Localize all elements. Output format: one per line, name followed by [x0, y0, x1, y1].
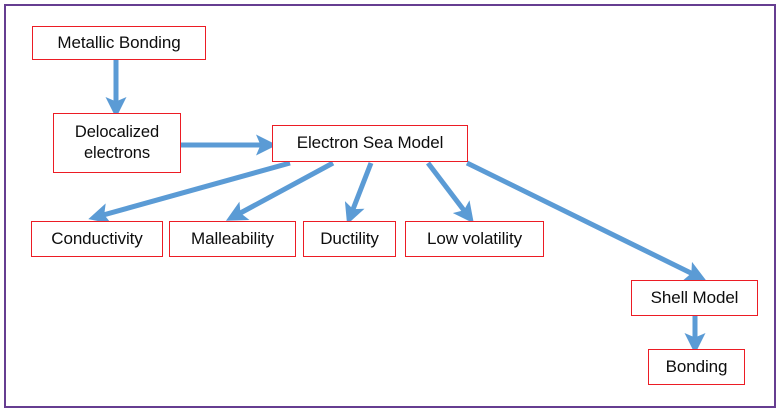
edge-sea-to-ductility — [344, 162, 374, 225]
node-bonding[interactable]: Bonding — [648, 349, 745, 385]
edge-sea-to-low-volatility — [426, 161, 474, 224]
node-conductivity[interactable]: Conductivity — [31, 221, 163, 257]
edge-sea-to-shell-model — [465, 160, 707, 281]
edge-sea-to-malleability — [225, 160, 335, 221]
node-malleability[interactable]: Malleability — [169, 221, 296, 257]
edge-sea-to-conductivity — [88, 160, 291, 224]
node-delocalized-electrons[interactable]: Delocalized electrons — [53, 113, 181, 173]
node-low-volatility[interactable]: Low volatility — [405, 221, 544, 257]
node-electron-sea-model[interactable]: Electron Sea Model — [272, 125, 468, 162]
node-metallic-bonding[interactable]: Metallic Bonding — [32, 26, 206, 60]
node-ductility[interactable]: Ductility — [303, 221, 396, 257]
node-shell-model[interactable]: Shell Model — [631, 280, 758, 316]
